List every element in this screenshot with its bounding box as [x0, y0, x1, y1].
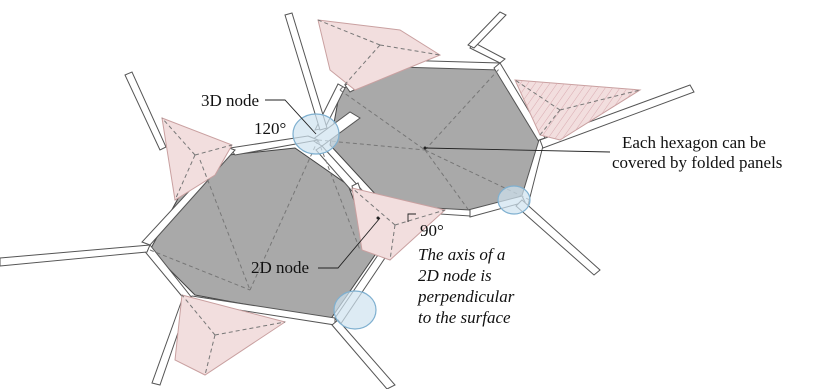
- label-3d-node: 3D node: [201, 91, 260, 110]
- leader-lines: [265, 99, 611, 269]
- panel-bottom-left: [174, 294, 287, 376]
- label-angle-120: 120°: [254, 119, 287, 138]
- axis-note-line4: to the surface: [418, 308, 511, 327]
- label-2d-node: 2D node: [251, 258, 310, 277]
- panel-right-hatch: [515, 80, 640, 140]
- leader-hexagon: [424, 147, 611, 153]
- node-bottom-marker: [333, 290, 377, 330]
- axis-note-line2: 2D node is: [418, 266, 492, 285]
- fold-lines: [149, 19, 641, 376]
- panel-left: [161, 117, 233, 201]
- hexagon-center-dot: [423, 146, 427, 150]
- label-hexagon-line1: Each hexagon can be: [622, 133, 766, 152]
- axis-note-line3: perpendicular: [418, 287, 515, 306]
- node-right-marker: [497, 185, 531, 215]
- leader-3d-node: [265, 99, 317, 135]
- node-2d-dot: [376, 216, 380, 220]
- panel-top: [317, 19, 442, 91]
- axis-note: The axis of a 2D node is perpendicular t…: [418, 244, 514, 328]
- label-angle-90: 90°: [420, 221, 444, 240]
- leader-90: [407, 213, 416, 222]
- axis-note-line1: The axis of a: [418, 245, 506, 264]
- leader-2d-node: [318, 217, 381, 269]
- label-hexagon-line2: covered by folded panels: [612, 153, 783, 172]
